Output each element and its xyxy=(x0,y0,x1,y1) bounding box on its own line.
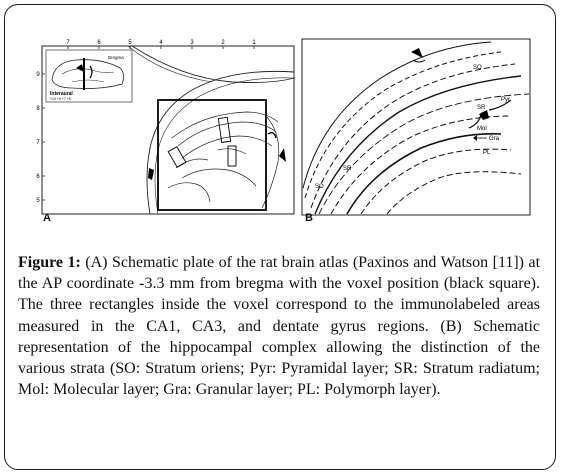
roi-rect-dg xyxy=(227,145,237,167)
panel-label-b: B xyxy=(305,212,313,224)
roi-rect-ca1 xyxy=(217,116,232,143)
axis-tick-left: 5 xyxy=(36,198,40,204)
panel-label-a: A xyxy=(43,212,51,224)
strata-label-mol: Mol xyxy=(477,126,487,132)
strata-label-so-top: SO xyxy=(473,65,482,71)
axis-tick-left: 8 xyxy=(36,106,40,112)
strata-label-sr-top: SR xyxy=(477,105,486,111)
hippocampal-strata-figure: SO Pyr SR Mol Gra PL SR SO xyxy=(301,38,531,216)
axis-tick-top: 4 xyxy=(159,40,163,46)
atlas-plate-figure: 7 6 5 4 3 2 1 9 8 7 6 5 Bregma Interaura… xyxy=(36,40,295,215)
strata-label-sr-left: SR xyxy=(343,166,352,172)
axis-tick-left: 9 xyxy=(36,72,40,78)
axis-tick-top: 2 xyxy=(221,40,225,46)
figure-caption: Figure 1: (A) Schematic plate of the rat… xyxy=(18,252,540,400)
inset-label-bregma: Bregma xyxy=(108,55,124,60)
axis-tick-top: 3 xyxy=(190,40,194,46)
axis-tick-left: 7 xyxy=(36,140,40,146)
axis-tick-top: 1 xyxy=(252,40,256,46)
strata-label-gra: Gra xyxy=(489,136,500,142)
axis-tick-top: 7 xyxy=(66,40,70,46)
inset-sagittal-diagram: Bregma Interaural +10 +9 +7 +5 xyxy=(45,49,133,103)
strata-label-pyr: Pyr xyxy=(501,97,510,103)
caption-text: (A) Schematic plate of the rat brain atl… xyxy=(18,254,541,399)
inset-scale-label: +10 +9 +7 +5 xyxy=(50,97,71,101)
axis-tick-top: 5 xyxy=(128,40,132,46)
roi-rect-ca3 xyxy=(167,146,187,168)
strata-label-pl: PL xyxy=(483,150,491,156)
axis-tick-top: 6 xyxy=(97,40,101,46)
voxel-square xyxy=(157,99,267,211)
axis-tick-left: 6 xyxy=(36,174,40,180)
strata-label-so-left: SO xyxy=(315,184,324,190)
caption-figure-label: Figure 1: xyxy=(18,254,81,271)
inset-label-interaural: Interaural xyxy=(50,91,73,97)
